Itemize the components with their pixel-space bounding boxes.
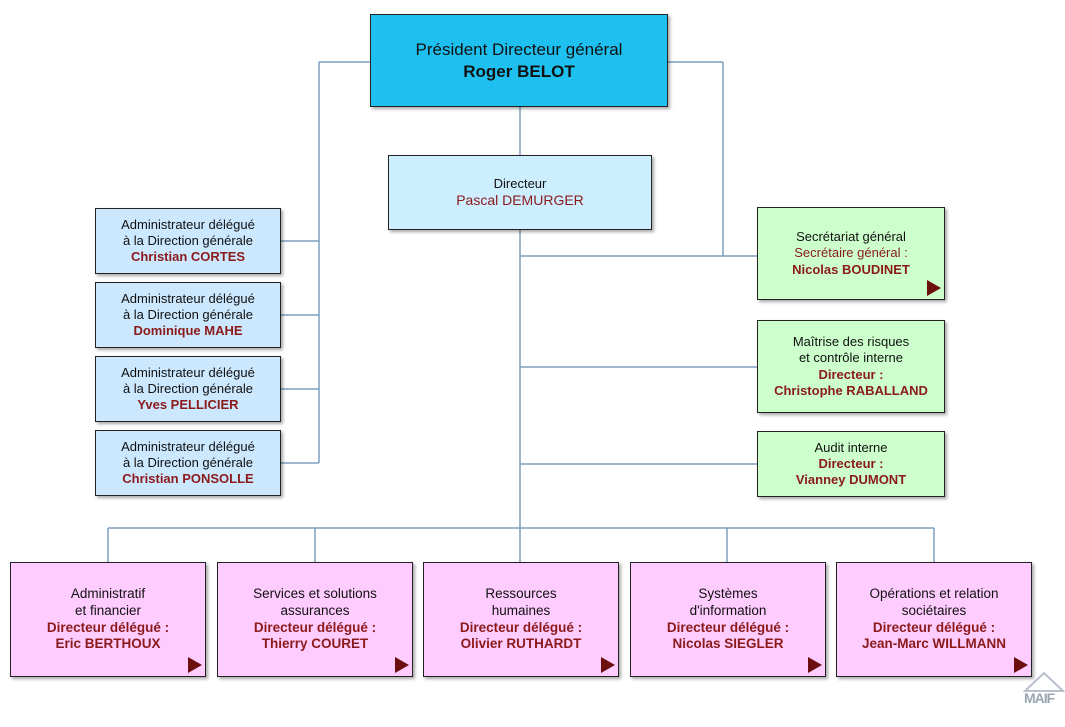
department-title-1: Systèmes (698, 585, 758, 601)
director-box: Directeur Pascal DEMURGER (388, 155, 652, 230)
secretariat-title: Secrétariat général (796, 229, 906, 245)
expand-arrow-icon[interactable] (395, 657, 409, 673)
department-title-1: Administratif (70, 585, 146, 601)
delegate-box-4: Administrateur délégué à la Direction gé… (95, 430, 281, 496)
risk-role: Directeur : (818, 366, 884, 382)
secretariat-box[interactable]: Secrétariat général Secrétaire général :… (757, 207, 945, 300)
department-head: Thierry COURET (261, 636, 369, 652)
department-head: Olivier RUTHARDT (460, 636, 582, 652)
director-title: Directeur (493, 175, 547, 191)
department-title-2: d'information (689, 602, 767, 618)
department-title-1: Services et solutions (253, 585, 377, 601)
secretariat-name: Nicolas BOUDINET (792, 261, 910, 277)
department-title-1: Ressources (485, 585, 557, 601)
delegate-name: Yves PELLICIER (137, 397, 239, 413)
delegate-name: Christian CORTES (130, 249, 246, 265)
delegate-name: Christian PONSOLLE (122, 471, 254, 487)
delegate-role: Administrateur délégué (121, 364, 255, 380)
maif-logo-icon (1023, 671, 1065, 692)
department-title-2: et financier (74, 602, 142, 618)
department-box-5[interactable]: Opérations et relation sociétaires Direc… (836, 562, 1032, 677)
delegate-box-3: Administrateur délégué à la Direction gé… (95, 356, 281, 422)
audit-title: Audit interne (814, 439, 888, 455)
audit-name: Vianney DUMONT (795, 472, 907, 488)
delegate-role: Administrateur délégué (121, 290, 255, 306)
delegate-box-1: Administrateur délégué à la Direction gé… (95, 208, 281, 274)
risk-control-box: Maîtrise des risques et contrôle interne… (757, 320, 945, 413)
delegate-role: Administrateur délégué (121, 438, 255, 454)
delegate-box-2: Administrateur délégué à la Direction gé… (95, 282, 281, 348)
department-role: Directeur délégué : (459, 619, 583, 635)
department-role: Directeur délégué : (253, 619, 377, 635)
delegate-scope: à la Direction générale (122, 232, 254, 248)
audit-role: Directeur : (818, 455, 884, 471)
delegate-name: Dominique MAHE (133, 323, 243, 339)
secretariat-role: Secrétaire général : (794, 245, 908, 261)
risk-name: Christophe RABALLAND (774, 382, 928, 398)
department-box-1[interactable]: Administratif et financier Directeur dél… (10, 562, 206, 677)
department-role: Directeur délégué : (666, 619, 790, 635)
director-name: Pascal DEMURGER (456, 191, 584, 208)
delegate-scope: à la Direction générale (122, 454, 254, 470)
expand-arrow-icon[interactable] (927, 280, 941, 296)
delegate-role: Administrateur délégué (121, 216, 255, 232)
risk-title-1: Maîtrise des risques (792, 334, 910, 349)
delegate-scope: à la Direction générale (122, 306, 254, 322)
ceo-box: Président Directeur général Roger BELOT (370, 14, 668, 107)
risk-title-2: et contrôle interne (798, 350, 904, 366)
department-title-1: Opérations et relation (869, 585, 999, 601)
logo-text: MAIF (1024, 690, 1055, 706)
department-head: Jean-Marc WILLMANN (861, 636, 1006, 652)
expand-arrow-icon[interactable] (808, 657, 822, 673)
ceo-name: Roger BELOT (463, 61, 575, 81)
expand-arrow-icon[interactable] (601, 657, 615, 673)
department-title-2: assurances (280, 602, 350, 618)
audit-box: Audit interne Directeur : Vianney DUMONT (757, 431, 945, 497)
department-box-3[interactable]: Ressources humaines Directeur délégué : … (423, 562, 619, 677)
department-head: Nicolas SIEGLER (672, 636, 784, 652)
department-box-4[interactable]: Systèmes d'information Directeur délégué… (630, 562, 826, 677)
department-role: Directeur délégué : (46, 619, 170, 635)
ceo-title: Président Directeur général (415, 40, 623, 60)
expand-arrow-icon[interactable] (188, 657, 202, 673)
delegate-scope: à la Direction générale (122, 380, 254, 396)
expand-arrow-icon[interactable] (1014, 657, 1028, 673)
department-box-2[interactable]: Services et solutions assurances Directe… (217, 562, 413, 677)
department-title-2: sociétaires (901, 602, 967, 618)
department-title-2: humaines (491, 602, 551, 618)
department-head: Eric BERTHOUX (55, 636, 161, 652)
department-role: Directeur délégué : (872, 619, 996, 635)
